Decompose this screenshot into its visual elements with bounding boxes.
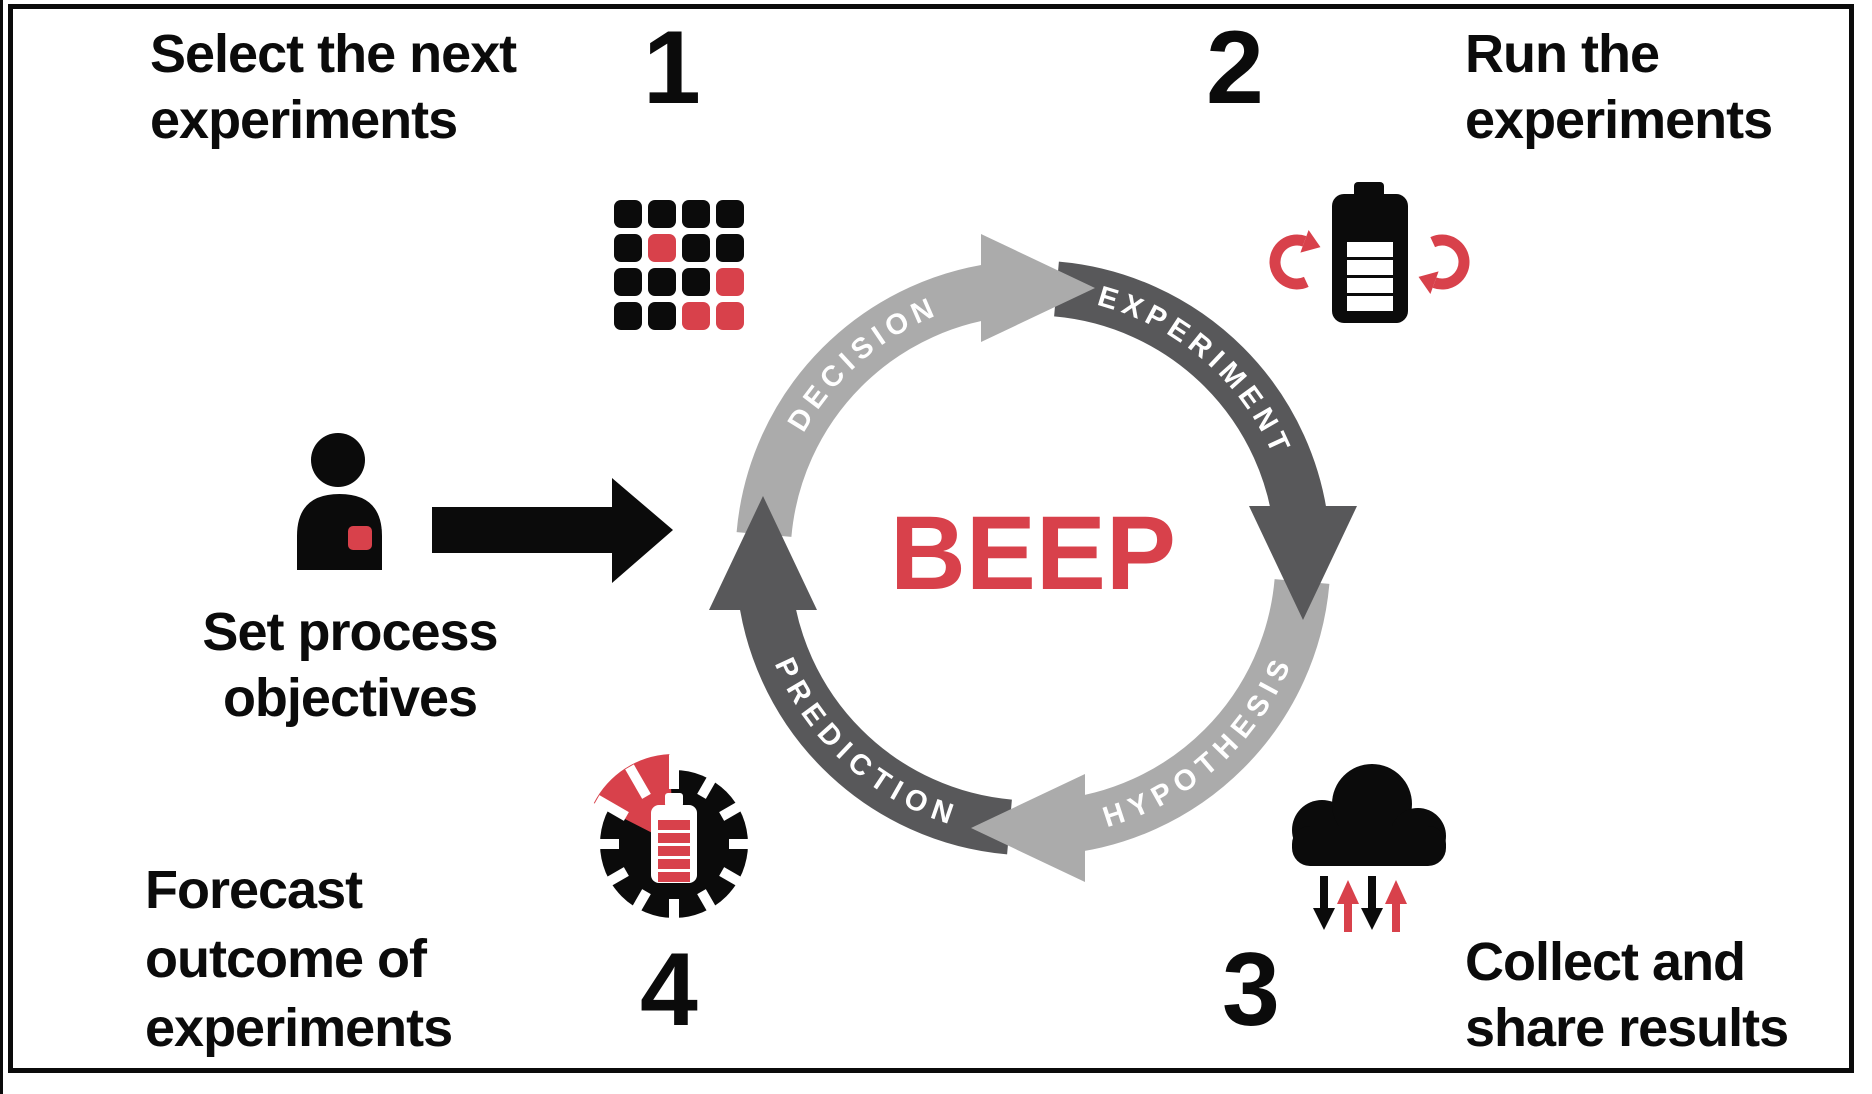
battery-gauge-icon [651, 793, 697, 883]
arc-prediction [736, 578, 1013, 855]
phase-decision-label: DECISION [782, 290, 938, 437]
stage-1-label: Select the next experiments [150, 24, 517, 150]
diagram-border-frame [8, 4, 1854, 1073]
download-arrow-icon [1361, 876, 1383, 930]
stage-4-number: 4 [640, 932, 698, 1048]
forecast-gauge-icon [585, 754, 763, 933]
stage-2-number: 2 [1206, 10, 1264, 126]
upload-arrow-icon [1385, 880, 1407, 932]
person-icon [297, 433, 382, 570]
cycle-arrow-right-icon [1418, 234, 1470, 294]
experiment-grid-icon [614, 200, 744, 330]
download-arrow-icon [1313, 876, 1335, 930]
page-left-edge [0, 0, 3, 1094]
cycle-arrowhead-right-icon [1249, 506, 1357, 620]
cycle-center-title: BEEP [890, 495, 1176, 612]
input-step-label: Set process objectives [202, 602, 498, 728]
cycle-arrow-left-icon [1269, 230, 1321, 290]
arc-decision [736, 261, 1013, 538]
input-arrow-icon [432, 478, 673, 583]
badge-square [348, 526, 372, 550]
battery-cycle-icon [1269, 182, 1470, 323]
upload-arrow-icon [1337, 880, 1359, 932]
stage-2-label: Run the experiments [1465, 24, 1773, 150]
arc-hypothesis [1053, 578, 1330, 855]
cycle-arrowhead-bottom-icon [971, 774, 1085, 882]
beep-cycle-diagram: DECISION EXPERIMENT HYPOTHESIS PREDICTIO… [709, 234, 1357, 882]
cycle-arrowhead-left-icon [709, 496, 817, 610]
svg-text:DECISION: DECISION [782, 290, 944, 437]
stage-3-label: Collect and share results [1465, 932, 1789, 1058]
stage-1-number: 1 [643, 10, 701, 126]
stage-4-label: Forecast outcome of experiments [145, 860, 453, 1059]
cycle-arrowhead-top-icon [981, 234, 1095, 342]
cloud-transfer-icon [1292, 764, 1446, 932]
stage-3-number: 3 [1222, 932, 1280, 1048]
arc-experiment [1053, 261, 1330, 538]
